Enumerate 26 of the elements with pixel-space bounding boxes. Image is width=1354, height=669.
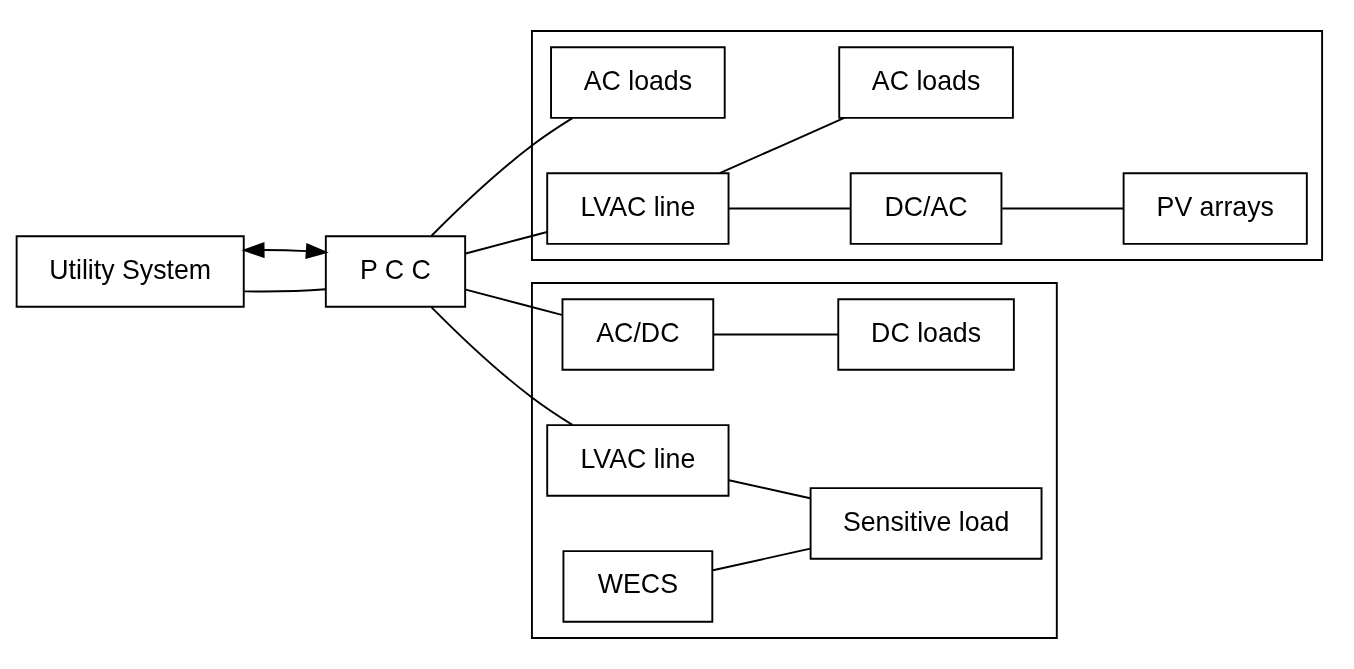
node-box: AC loads: [550, 46, 726, 119]
connector: [464, 231, 549, 255]
node-box: AC/DC: [561, 298, 715, 371]
node-box: Utility System: [15, 235, 245, 308]
arrow: [241, 242, 329, 260]
node-box: DC loads: [837, 298, 1015, 371]
connector: [718, 117, 846, 175]
node-box: DC/AC: [849, 172, 1003, 245]
connector: [728, 207, 852, 210]
node-box: PV arrays: [1122, 172, 1308, 245]
node-box: P C C: [324, 235, 467, 308]
cluster: [531, 30, 1324, 262]
connector: [430, 306, 574, 426]
connector: [243, 288, 327, 293]
node-box: LVAC line: [546, 424, 730, 497]
connector: [464, 288, 563, 316]
node-box: LVAC line: [546, 172, 730, 245]
connector: [1001, 207, 1125, 210]
connector: [728, 479, 812, 500]
cluster: [531, 282, 1058, 639]
node-box: AC loads: [838, 46, 1014, 119]
node-box: WECS: [562, 550, 714, 623]
connector: [712, 547, 812, 572]
connector: [712, 333, 839, 336]
node-box: Sensitive load: [809, 487, 1043, 560]
connector: [430, 117, 574, 237]
